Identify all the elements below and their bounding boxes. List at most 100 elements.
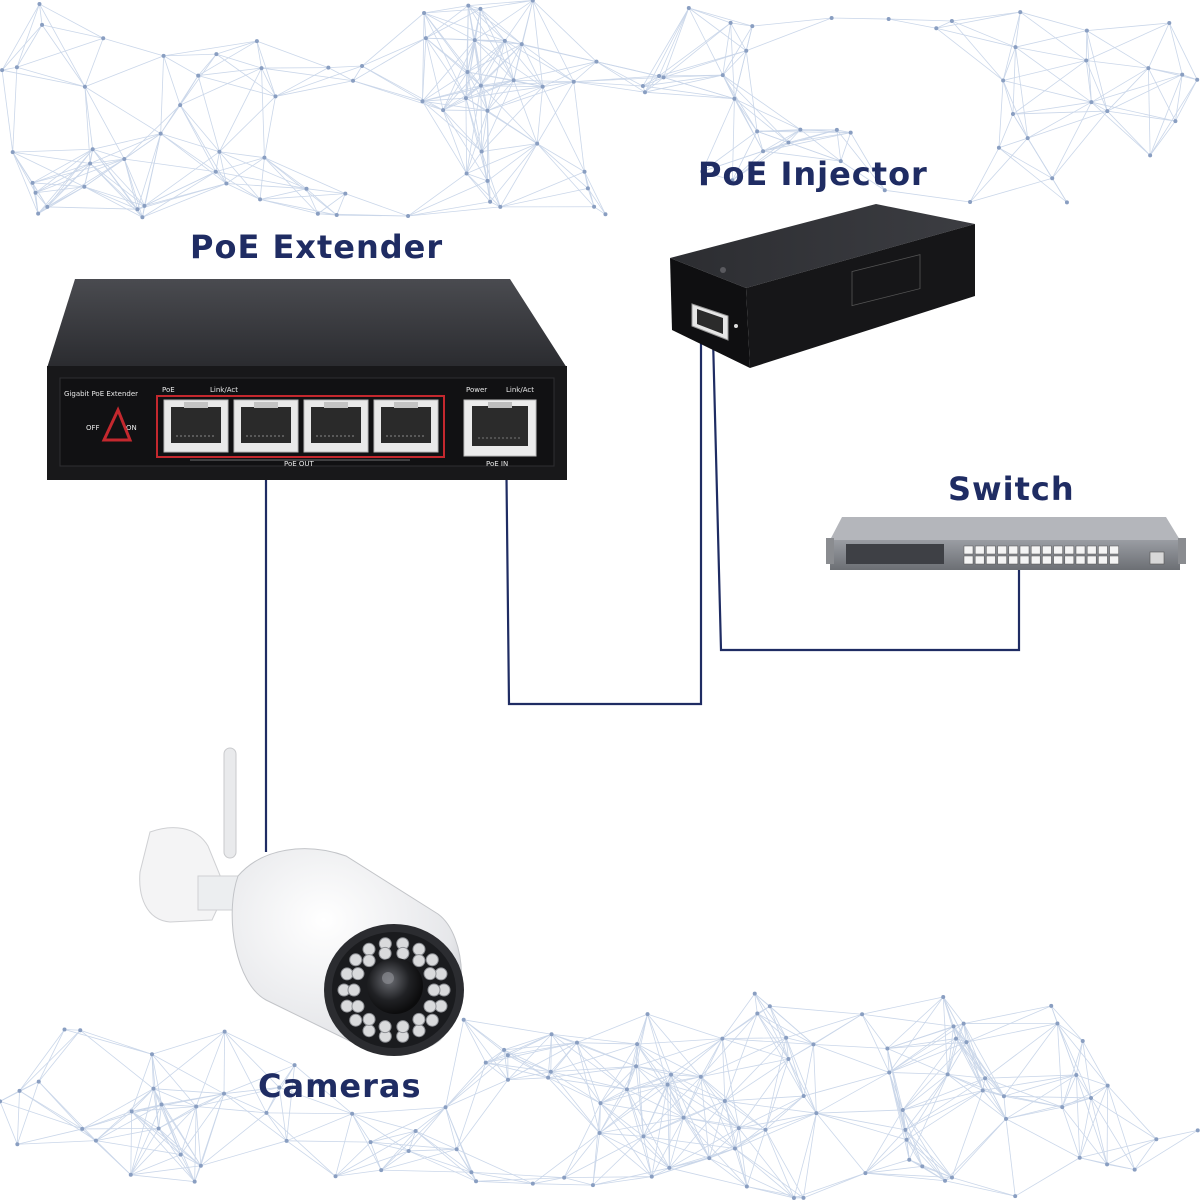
mesh-link (752, 17, 832, 27)
ir-led (340, 999, 354, 1013)
mesh-link (788, 142, 841, 162)
mesh-link (422, 97, 466, 102)
mesh-node (961, 1021, 966, 1026)
mesh-link (137, 183, 227, 210)
mesh-link (504, 40, 543, 87)
mesh-link (1, 70, 14, 153)
mesh-link (84, 186, 145, 207)
mesh-node (222, 1029, 227, 1034)
mesh-link (813, 1044, 888, 1049)
mesh-link (215, 171, 227, 184)
mesh-link (1182, 74, 1198, 81)
mesh-node (140, 215, 145, 220)
mesh-node (686, 5, 691, 10)
switch-port (963, 555, 974, 565)
mesh-link (626, 1089, 670, 1169)
switch-port (1098, 545, 1108, 555)
switch-port (1064, 555, 1075, 565)
mesh-link (536, 143, 585, 173)
mesh-node (1146, 66, 1151, 71)
mesh-link (153, 1088, 225, 1095)
mesh-link (1134, 1138, 1157, 1170)
mesh-node (463, 96, 468, 101)
mesh-link (423, 12, 482, 86)
mesh-link (1003, 1074, 1077, 1097)
mesh-node (159, 1102, 164, 1107)
mesh-link (286, 1065, 295, 1141)
mesh-link (463, 1019, 487, 1063)
mesh-link (92, 133, 161, 150)
mesh-node (259, 66, 264, 71)
mesh-node (262, 155, 267, 160)
mesh-link (513, 80, 538, 144)
mesh-link (425, 8, 481, 39)
mesh-link (336, 193, 346, 216)
mesh-node (1173, 119, 1178, 124)
mesh-link (754, 993, 789, 1060)
mesh-link (481, 110, 488, 152)
mesh-link (951, 1090, 984, 1178)
mesh-link (816, 1112, 866, 1174)
mesh-link (644, 75, 660, 93)
mesh-link (137, 133, 162, 210)
mesh-link (456, 1148, 533, 1185)
mesh-node (941, 995, 946, 1000)
mesh-node (798, 127, 803, 132)
mesh-link (788, 129, 837, 143)
mesh-link (463, 1019, 509, 1056)
mesh-link (1091, 101, 1151, 156)
mesh-link (576, 1042, 638, 1045)
mesh-link (95, 1104, 162, 1141)
mesh-link (423, 12, 427, 39)
mesh-link (734, 1095, 804, 1149)
mesh-node (1013, 1194, 1018, 1199)
mesh-link (422, 12, 425, 102)
mesh-link (669, 1148, 736, 1169)
mesh-node (1180, 72, 1185, 77)
mesh-link (442, 40, 476, 111)
mesh-link (219, 151, 265, 159)
mesh-link (1020, 11, 1087, 31)
mesh-node (700, 169, 705, 174)
mesh-link (738, 1112, 817, 1129)
mesh-link (803, 1113, 817, 1198)
mesh-link (734, 98, 801, 130)
mesh-node (224, 181, 229, 186)
mesh-node (45, 204, 50, 209)
mesh-link (2, 66, 17, 71)
mesh-node (122, 157, 127, 162)
mesh-link (984, 1077, 1063, 1108)
mesh-link (836, 129, 886, 191)
mesh-node (88, 161, 93, 166)
mesh-link (1051, 101, 1092, 179)
mesh-link (861, 1014, 888, 1049)
mesh-node (882, 188, 887, 193)
cable-extender-injector (504, 338, 703, 706)
mesh-link (636, 1043, 672, 1075)
mesh-node (284, 1138, 289, 1143)
mesh-link (1020, 11, 1087, 61)
mesh-node (213, 169, 218, 174)
mesh-link (137, 171, 216, 210)
mesh-link (408, 1130, 417, 1152)
mesh-node (194, 1104, 199, 1109)
switch-port (1064, 545, 1075, 555)
mesh-link (352, 65, 363, 81)
mesh-link (95, 1111, 132, 1141)
mesh-link (636, 1043, 702, 1078)
mesh-link (513, 44, 523, 81)
mesh-link (89, 133, 161, 164)
mesh-link (507, 1077, 549, 1081)
background-network-top (0, 0, 1200, 220)
mesh-link (12, 151, 39, 214)
mesh-node (907, 1157, 912, 1162)
mesh-node (1074, 1072, 1079, 1077)
mesh-link (947, 1038, 957, 1075)
mesh-link (467, 5, 482, 86)
mesh-link (328, 65, 363, 69)
injector-power-led (720, 267, 726, 273)
camera-device (139, 747, 464, 1056)
mesh-link (998, 147, 1068, 203)
mesh-link (266, 1064, 295, 1114)
